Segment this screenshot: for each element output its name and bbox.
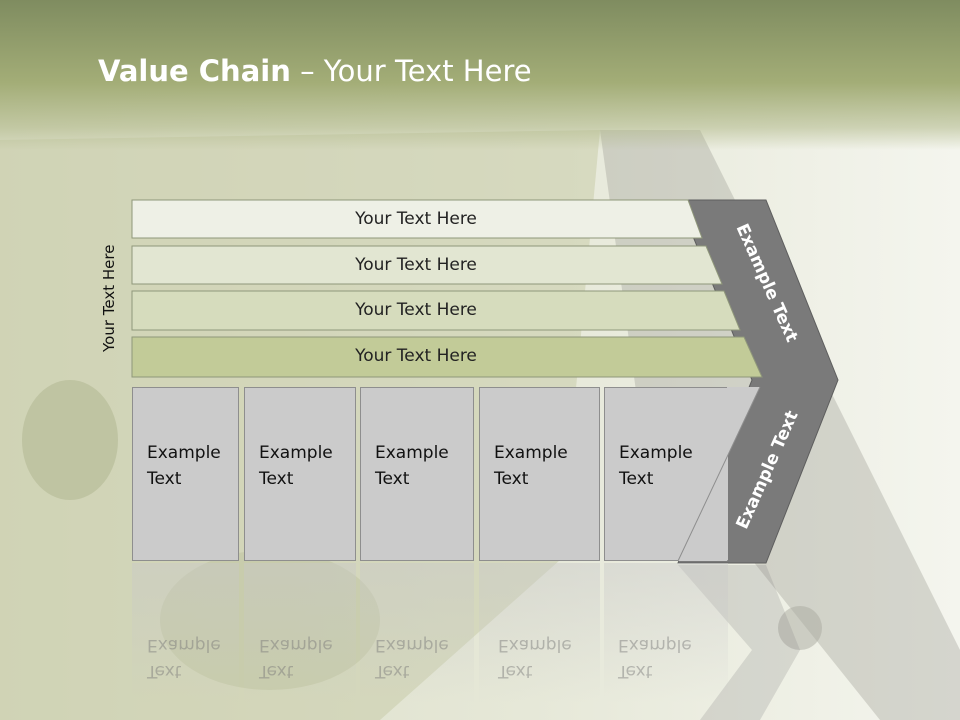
primary-column-5[interactable]: Example Text <box>604 387 728 561</box>
row-shape <box>131 199 703 239</box>
arrow-reflection <box>678 565 800 720</box>
primary-column-3[interactable]: Example Text <box>360 387 474 561</box>
row-shape <box>131 290 741 331</box>
column-line1: Example <box>619 443 693 463</box>
column-line1: Example <box>375 443 449 463</box>
column-line1: Example <box>494 443 568 463</box>
support-row-label: Your Text Here <box>355 346 477 366</box>
title-rest: – Your Text Here <box>290 54 532 88</box>
slide-title: Value Chain – Your Text Here <box>98 54 532 88</box>
row-shape <box>131 336 763 378</box>
column-line2: Text <box>375 469 410 489</box>
column-reflection <box>360 563 474 703</box>
column-reflection <box>132 563 239 703</box>
column-line1: Example <box>147 443 221 463</box>
column-reflection <box>244 563 356 703</box>
column-line2: Text <box>259 469 294 489</box>
column-line2: Text <box>147 469 182 489</box>
row-shape <box>131 245 723 285</box>
support-row-label: Your Text Here <box>355 209 477 229</box>
column-reflection <box>604 563 728 703</box>
support-row-label: Your Text Here <box>355 255 477 275</box>
column-line1: Example <box>259 443 333 463</box>
column-reflection <box>479 563 600 703</box>
support-row-label: Your Text Here <box>355 300 477 320</box>
column-line2: Text <box>619 469 654 489</box>
primary-column-4[interactable]: Example Text <box>479 387 600 561</box>
title-bold: Value Chain <box>98 54 291 88</box>
title-bar <box>0 0 960 150</box>
column-line2: Text <box>494 469 529 489</box>
primary-column-1[interactable]: Example Text <box>132 387 239 561</box>
primary-column-2[interactable]: Example Text <box>244 387 356 561</box>
